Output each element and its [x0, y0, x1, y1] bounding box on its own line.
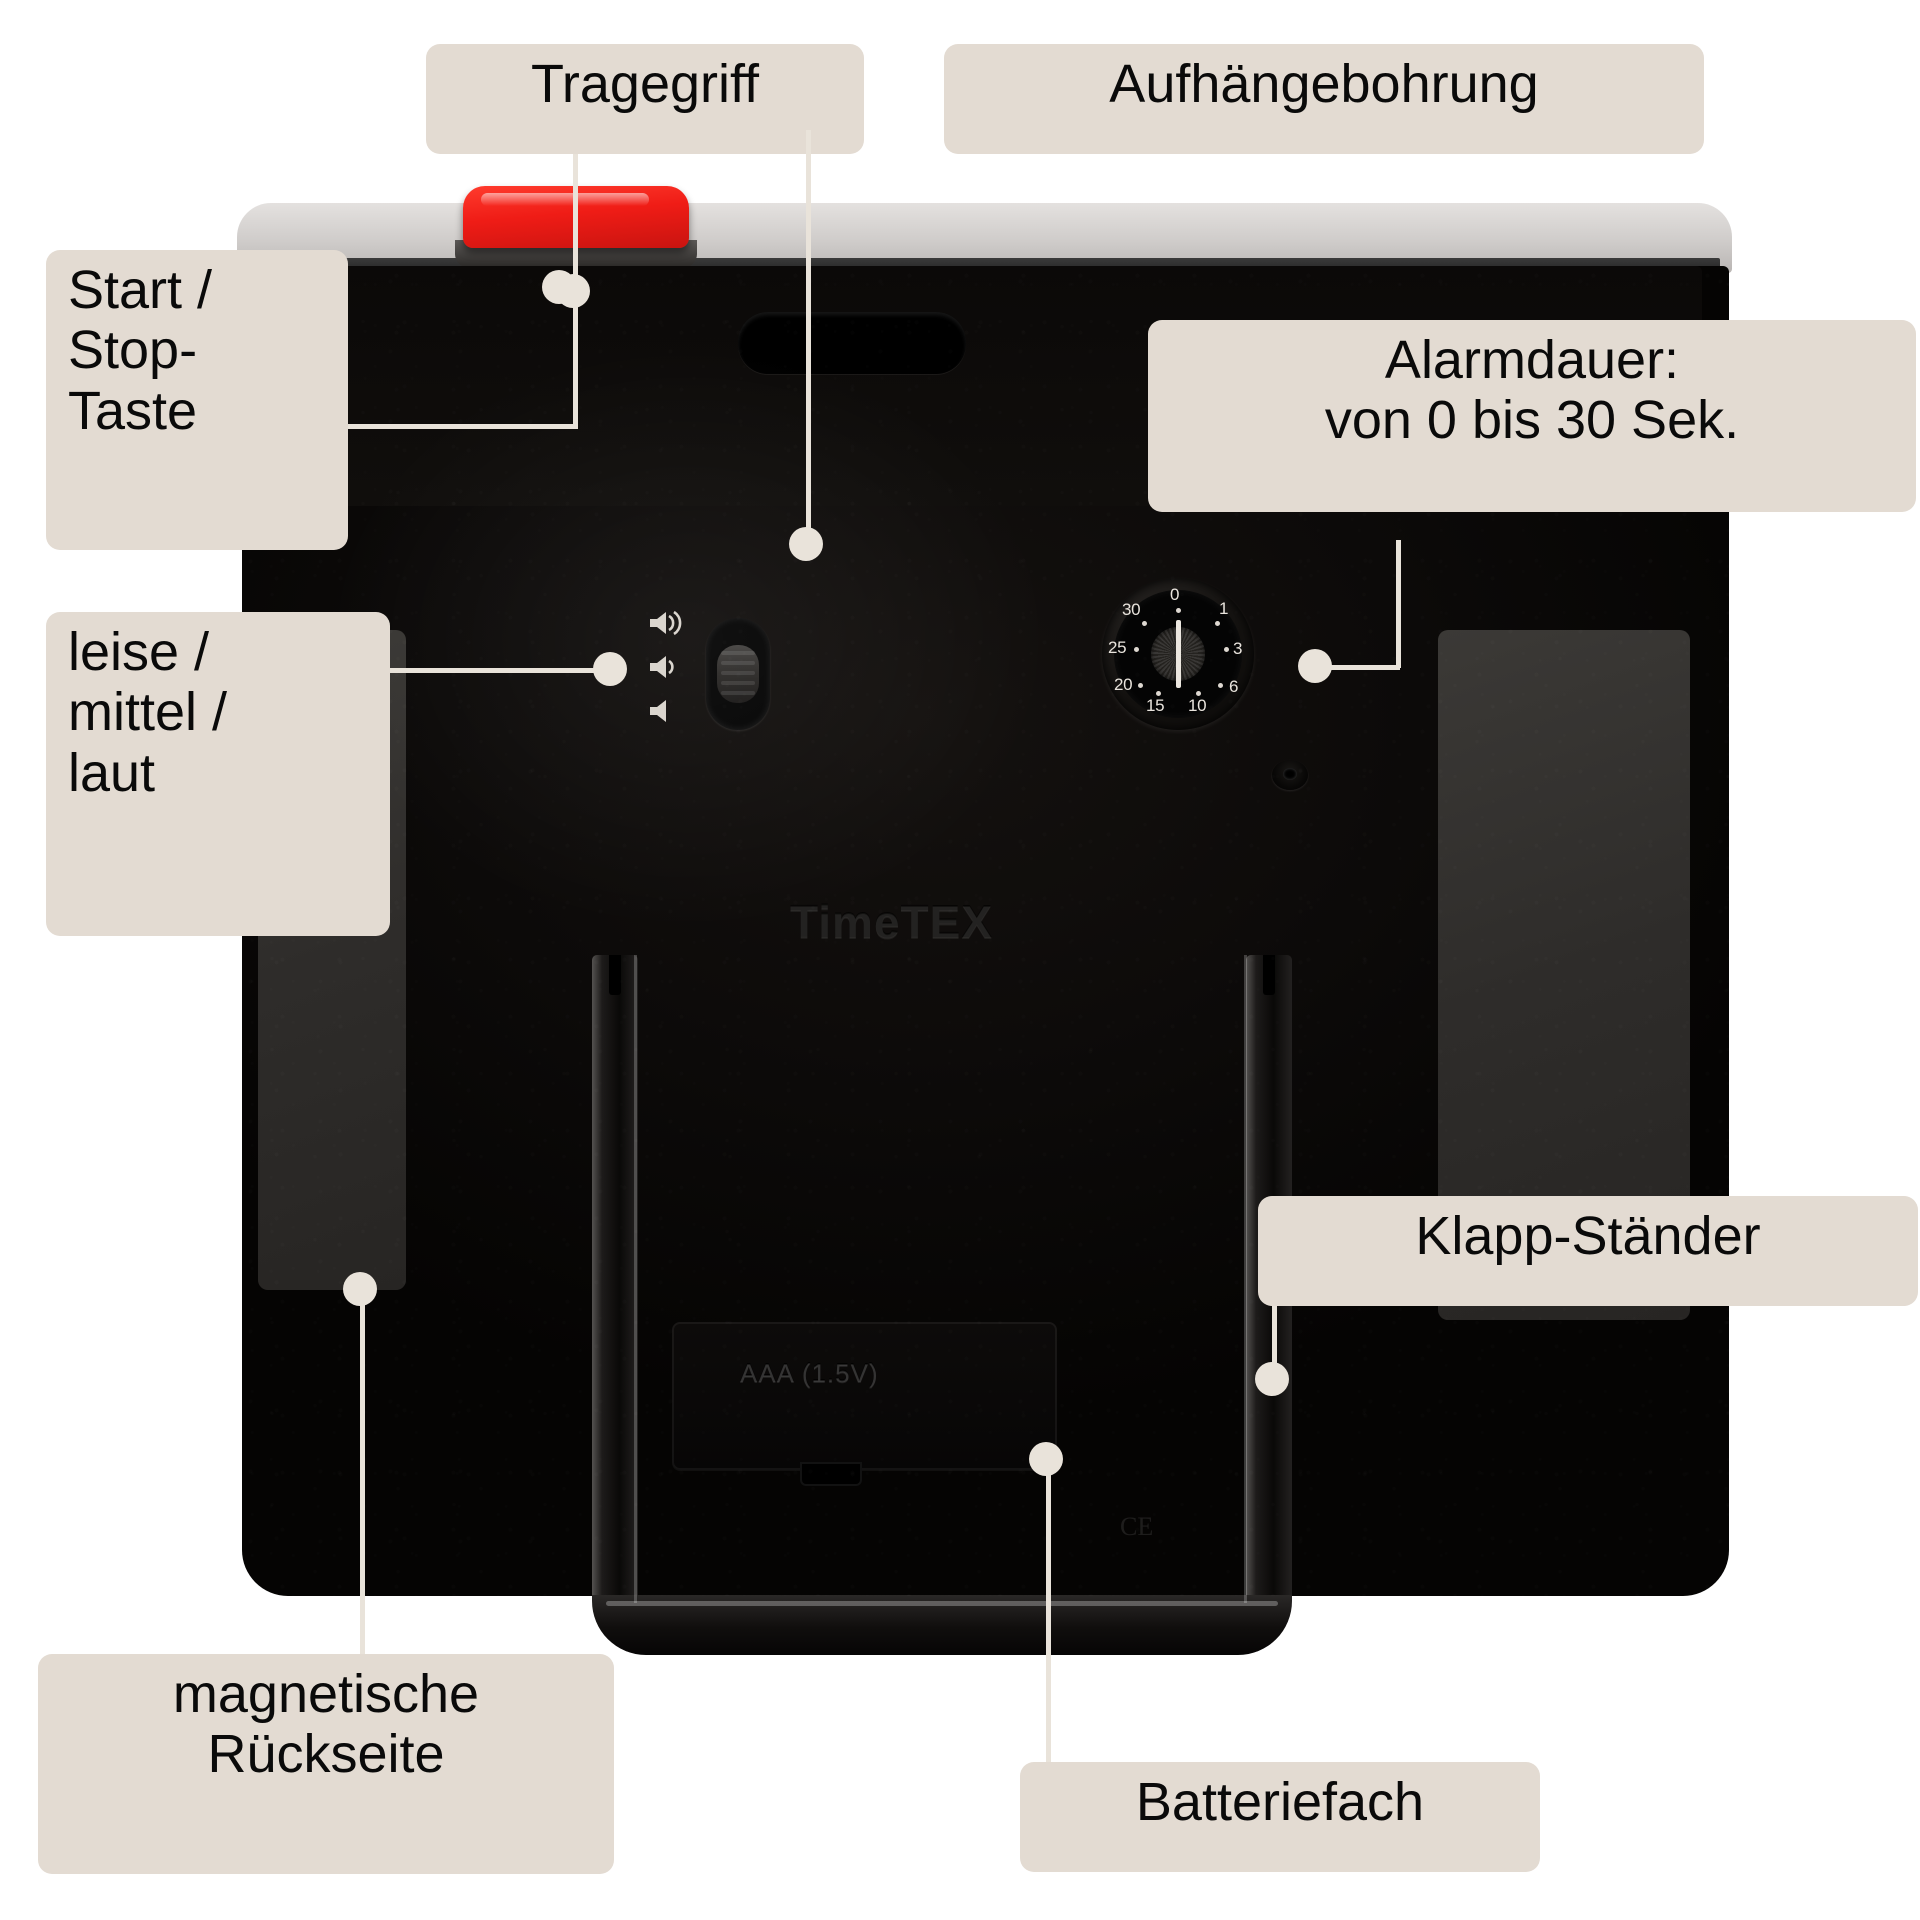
battery-type-emboss: AAA (1.5V) [740, 1358, 879, 1388]
alarm-duration-dial-pointer [1176, 620, 1181, 688]
leader-batteriefach-vertical [1046, 1470, 1051, 1788]
callout-magnetische-rueckseite: magnetische Rückseite [38, 1654, 614, 1874]
callout-dot-lautstaerke [593, 652, 627, 686]
callout-dot-aufhaengebohrung [789, 527, 823, 561]
dial-dot-10 [1196, 691, 1201, 696]
dial-tick-15: 15 [1146, 696, 1165, 715]
dial-tick-20: 20 [1114, 675, 1133, 694]
callout-dot-startstop [542, 270, 576, 304]
dial-dot-1 [1215, 621, 1220, 626]
hanging-hole [738, 312, 966, 374]
callout-aufhaengebohrung: Aufhängebohrung [944, 44, 1704, 154]
dial-tick-25: 25 [1108, 638, 1127, 657]
stand-leg-left [592, 955, 638, 1595]
dial-tick-0: 0 [1170, 585, 1180, 604]
dial-dot-25 [1134, 647, 1139, 652]
dial-dot-6 [1218, 683, 1223, 688]
callout-dot-klappstaender [1255, 1362, 1289, 1396]
dial-tick-3: 3 [1233, 639, 1243, 658]
callout-batteriefach: Batteriefach [1020, 1762, 1540, 1872]
dial-dot-3 [1224, 647, 1229, 652]
leader-alarmdauer-vertical [1396, 540, 1401, 668]
dial-dot-20 [1138, 683, 1143, 688]
leader-tragegriff-vertical-2 [573, 290, 578, 428]
callout-alarmdauer: Alarmdauer: von 0 bis 30 Sek. [1148, 320, 1916, 512]
callout-dot-alarmdauer [1298, 649, 1332, 683]
callout-dot-batteriefach [1029, 1442, 1063, 1476]
leader-startstop-horizontal [345, 424, 575, 429]
battery-compartment-door[interactable] [672, 1322, 1057, 1470]
volume-switch-knob[interactable] [717, 645, 759, 703]
speaker-medium-icon [650, 656, 674, 678]
dial-tick-10: 10 [1188, 696, 1207, 715]
volume-icon-column [640, 608, 686, 736]
callout-lautstaerke: leise / mittel / laut [46, 612, 390, 936]
callout-dot-magnet [343, 1272, 377, 1306]
stand-bottom-highlight [606, 1601, 1278, 1606]
stand-leg-right-highlight [1244, 955, 1247, 1603]
dial-tick-6: 6 [1229, 677, 1239, 696]
speaker-loud-icon [650, 610, 682, 636]
screw-hole [1272, 760, 1308, 790]
dial-dot-0 [1176, 608, 1181, 613]
folding-stand[interactable] [592, 955, 1292, 1700]
dial-dot-30 [1142, 621, 1147, 626]
callout-tragegriff: Tragegriff [426, 44, 864, 154]
leader-alarmdauer-horizontal [1315, 665, 1400, 670]
leader-klappstaender-vertical [1272, 1250, 1277, 1382]
stand-bottom-bar [592, 1595, 1292, 1655]
callout-start-stop: Start / Stop- Taste [46, 250, 348, 550]
ce-mark: CE [1120, 1512, 1154, 1541]
battery-door-latch[interactable] [800, 1462, 862, 1486]
dial-dot-15 [1156, 691, 1161, 696]
leader-magnet-vertical [360, 1300, 365, 1666]
dial-tick-30: 30 [1122, 600, 1141, 619]
speaker-quiet-icon [650, 700, 666, 722]
dial-tick-1: 1 [1219, 599, 1229, 618]
leader-tragegriff-vertical [573, 130, 578, 290]
callout-klapp-staender: Klapp-Ständer [1258, 1196, 1918, 1306]
brand-logo-emboss: TimeTEX [790, 896, 993, 948]
leader-lautstaerke-horizontal [378, 668, 626, 673]
stand-leg-left-highlight [634, 955, 637, 1603]
leader-aufhaengebohrung [806, 130, 811, 540]
